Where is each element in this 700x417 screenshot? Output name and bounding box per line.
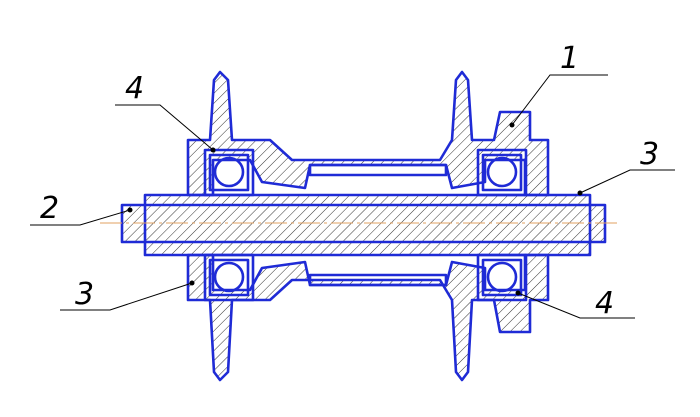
bearing-top-left: [203, 148, 255, 197]
shaft: [120, 193, 607, 257]
callout-3-right: 3: [640, 137, 659, 172]
callout-4-bottom: 4: [595, 286, 614, 321]
leader-3-right: [579, 169, 675, 194]
callout-3-left: 3: [75, 277, 94, 312]
housing-lower: [186, 253, 550, 382]
leader-2: [30, 209, 131, 226]
leader-lines: [30, 74, 675, 319]
leader-4-top: [115, 104, 214, 151]
leader-4-bottom: [517, 292, 635, 319]
callout-2: 2: [40, 191, 59, 226]
callout-1: 1: [560, 41, 579, 76]
leader-1: [511, 74, 608, 126]
leader-3-left: [60, 282, 193, 311]
bearing-bottom-right: [476, 253, 528, 302]
callout-4-top: 4: [125, 71, 144, 106]
bearing-bottom-left: [203, 253, 255, 302]
bearing-top-right: [476, 148, 528, 197]
housing-upper: [186, 70, 550, 197]
